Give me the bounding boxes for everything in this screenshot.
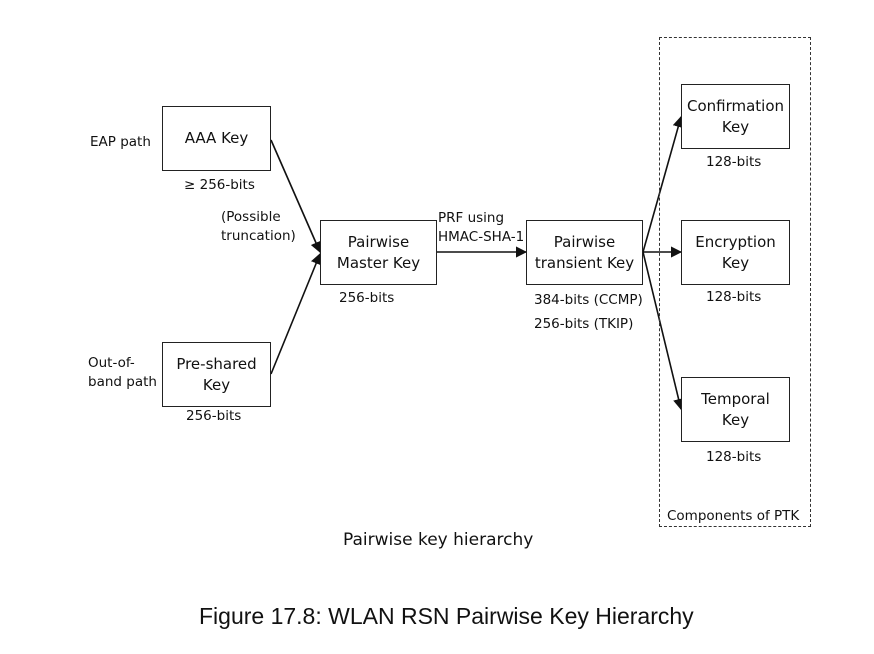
- arrow-ptk-to-temporal: [642, 251, 685, 411]
- arrow-aaa-to-pmk: [270, 139, 322, 254]
- aaa-key-size: ≥ 256-bits: [184, 177, 255, 193]
- ptk-size-ccmp: 384-bits (CCMP): [534, 292, 643, 308]
- confirmation-key-size: 128-bits: [706, 154, 762, 170]
- pairwise-transient-key-box: Pairwise transient Key: [526, 220, 643, 285]
- aaa-key-box: AAA Key: [162, 106, 271, 171]
- arrow-ptk-to-confirmation: [642, 115, 684, 253]
- pairwise-master-key-box: Pairwise Master Key: [320, 220, 437, 285]
- pmk-size: 256-bits: [339, 290, 395, 306]
- encryption-key-size: 128-bits: [706, 289, 762, 305]
- prf-note: PRF using HMAC-SHA-1: [438, 210, 525, 245]
- arrow-psk-to-pmk: [270, 252, 322, 375]
- encryption-key-box: Encryption Key: [681, 220, 790, 285]
- ptk-group-label: Components of PTK: [667, 508, 800, 524]
- confirmation-key-box: Confirmation Key: [681, 84, 790, 149]
- ptk-components-group: [659, 37, 811, 527]
- temporal-key-box: Temporal Key: [681, 377, 790, 442]
- diagram-caption: Pairwise key hierarchy: [343, 530, 534, 550]
- truncation-note: (Possible truncation): [221, 209, 296, 244]
- preshared-key-box: Pre-shared Key: [162, 342, 271, 407]
- out-of-band-path-label: Out-of- band path: [88, 355, 157, 390]
- preshared-key-size: 256-bits: [186, 408, 242, 424]
- temporal-key-size: 128-bits: [706, 449, 762, 465]
- figure-title: Figure 17.8: WLAN RSN Pairwise Key Hiera…: [199, 603, 694, 629]
- ptk-size-tkip: 256-bits (TKIP): [534, 316, 634, 332]
- eap-path-label: EAP path: [90, 134, 151, 150]
